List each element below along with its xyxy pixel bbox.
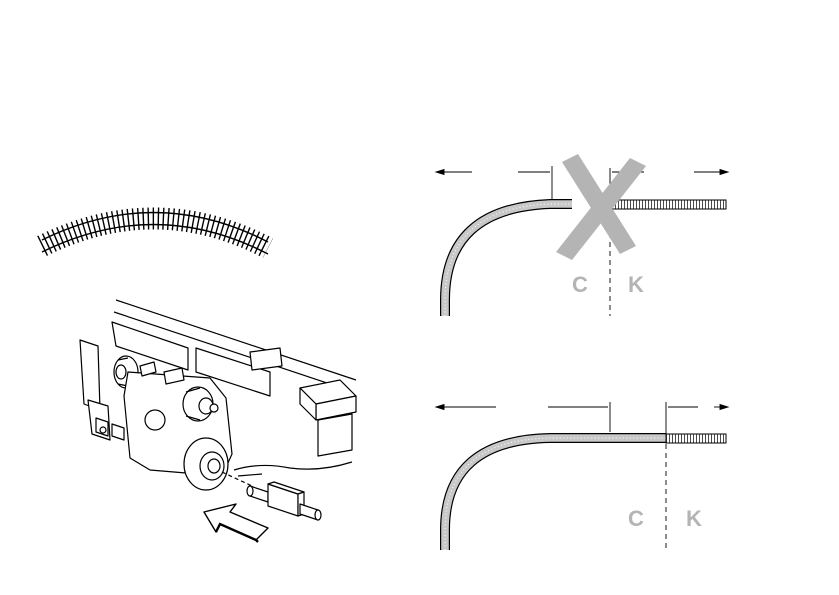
dimension-lines	[436, 402, 728, 434]
label-k-top: K	[628, 272, 644, 297]
insertion-arrow-icon	[204, 504, 268, 542]
label-c-top: C	[572, 272, 588, 297]
coupling-pin-icon	[247, 482, 321, 520]
label-c-bottom: C	[628, 506, 644, 531]
locomotive-mechanism	[80, 300, 356, 490]
label-k-bottom: K	[686, 506, 702, 531]
curved-track-icon	[42, 212, 268, 254]
panel-correct: C K	[436, 402, 728, 550]
panel-incorrect: C K	[436, 154, 728, 316]
